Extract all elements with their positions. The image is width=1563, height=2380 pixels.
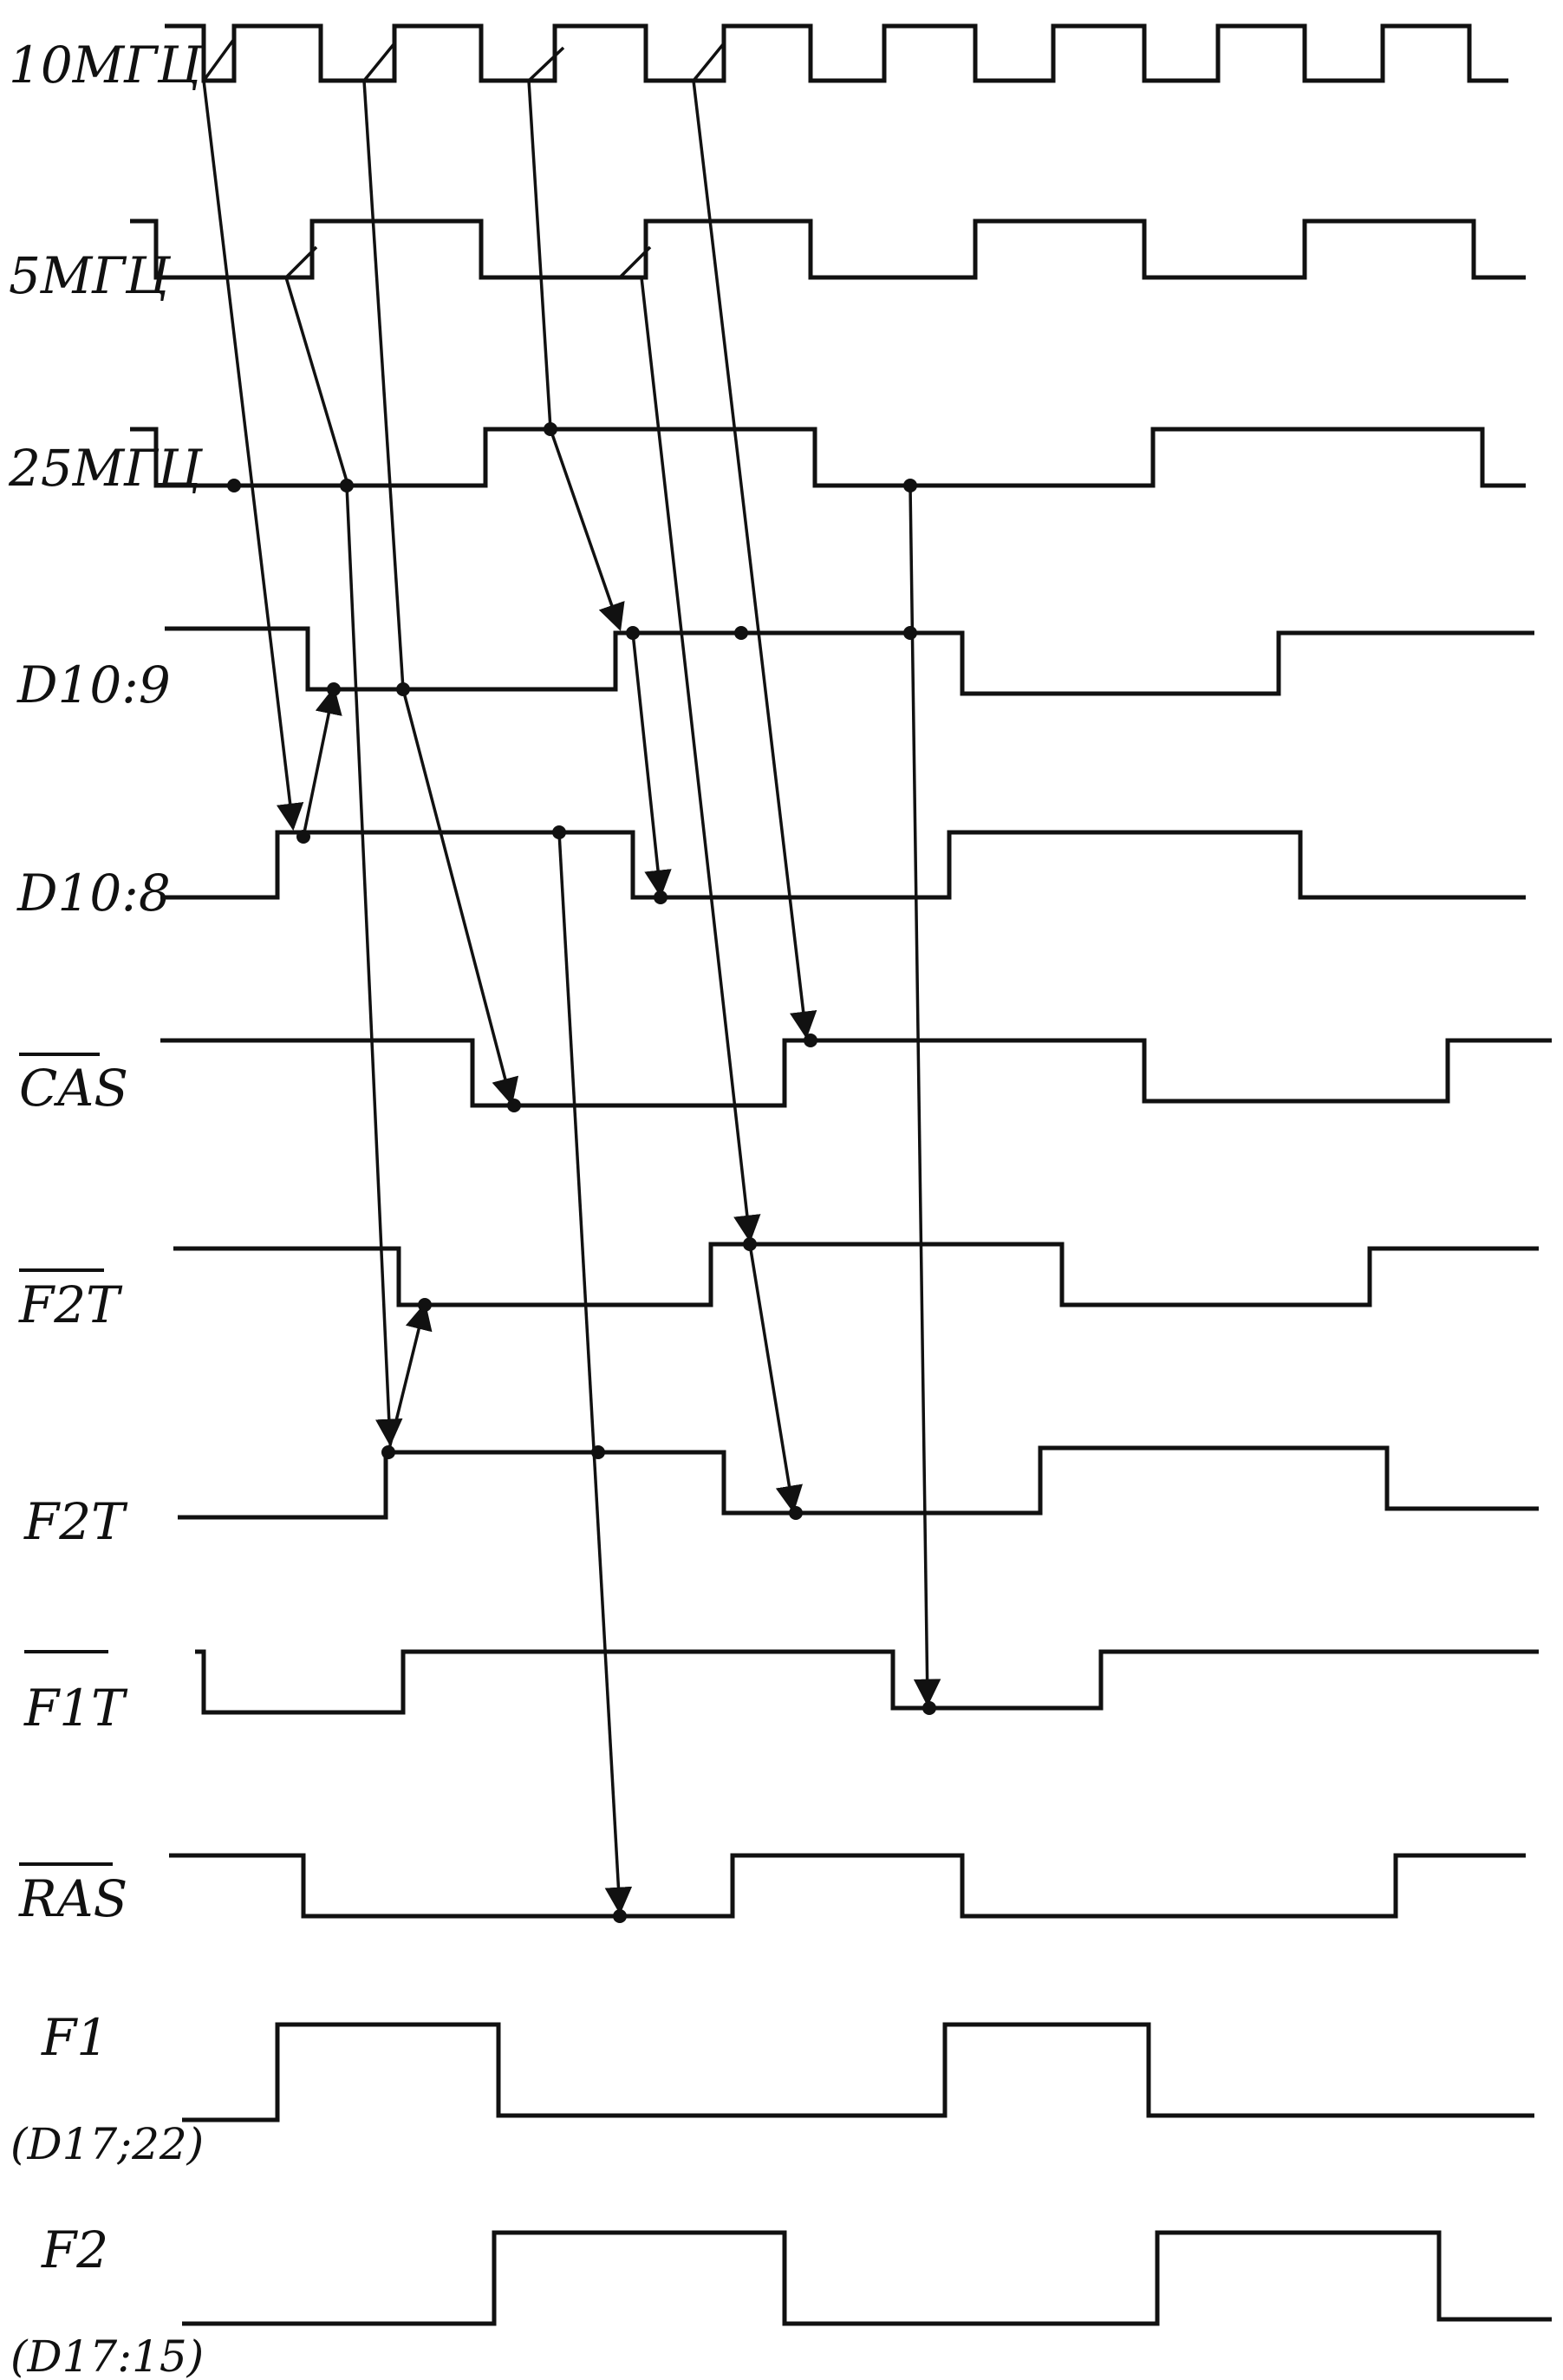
dot-9: [903, 626, 917, 640]
edge-hook-4: [692, 42, 726, 82]
label-d10-9: D10:9: [16, 655, 171, 714]
dot-4: [903, 479, 917, 492]
label-f2: F2: [41, 2220, 108, 2279]
arrow-10: [631, 632, 672, 898]
arrow-9: [549, 428, 625, 631]
dot-17: [381, 1445, 395, 1459]
wave-f2: [182, 2230, 1552, 2326]
edge-hook-5: [284, 245, 318, 279]
wave-ras: [169, 1853, 1526, 1919]
arrow-14: [692, 80, 817, 1040]
dot-10: [296, 830, 310, 844]
dot-5: [327, 682, 341, 696]
wave-f1: [182, 2022, 1534, 2122]
dot-21: [613, 1909, 627, 1923]
wave-f2t: [178, 1445, 1539, 1520]
dot-3: [544, 422, 557, 436]
arrow-7: [401, 688, 519, 1106]
edge-hook-2: [362, 42, 396, 82]
wave-cas: [160, 1038, 1552, 1108]
wave-f1t-inv: [195, 1649, 1539, 1715]
arrow-8: [527, 80, 552, 430]
label-f1-sub: (D17;22): [10, 2119, 204, 2169]
causality-arrows: [202, 80, 941, 1915]
label-f1: F1: [41, 2008, 108, 2067]
arrow-15: [908, 485, 941, 1707]
wave-f2t-inv: [173, 1242, 1539, 1307]
dot-2: [340, 479, 354, 492]
dot-11: [552, 825, 566, 839]
dot-14: [804, 1034, 817, 1047]
arrow-12: [640, 277, 761, 1243]
edge-hook-3: [527, 46, 565, 82]
wave-d10-9: [165, 626, 1534, 696]
label-f2t: F2T: [23, 1492, 128, 1551]
dot-7: [626, 626, 640, 640]
label-f1t-inv: F1T: [23, 1679, 128, 1738]
dot-20: [922, 1701, 936, 1715]
dot-15: [418, 1298, 432, 1312]
label-ras: RAS: [18, 1869, 127, 1928]
dot-13: [507, 1099, 521, 1112]
arrow-1: [202, 80, 304, 831]
arrow-13: [748, 1243, 803, 1514]
arrow-11: [557, 831, 633, 1915]
label-f2t-inv: F2T: [18, 1275, 123, 1334]
arrow-2: [302, 686, 342, 838]
arrow-5: [387, 1301, 433, 1453]
junction-dots: [227, 422, 936, 1923]
dot-16: [743, 1237, 757, 1251]
dot-12: [654, 890, 668, 904]
dot-19: [789, 1506, 803, 1520]
wave-10mhz: [165, 23, 1508, 83]
wave-5mhz: [130, 218, 1526, 280]
arrow-4: [345, 485, 403, 1447]
label-cas: CAS: [19, 1059, 128, 1118]
label-d10-8: D10:8: [16, 864, 171, 923]
edge-hook-1: [202, 37, 236, 82]
dot-18: [591, 1445, 605, 1459]
dot-1: [227, 479, 241, 492]
label-5mhz: 5МГЦ: [9, 246, 172, 305]
signal-labels: 10МГЦ 5МГЦ 25МГЦ D10:9 D10:8 CAS F2T F2T…: [8, 36, 204, 2380]
edge-hook-6: [618, 245, 652, 279]
wave-25mhz: [130, 427, 1526, 488]
waveforms: [130, 23, 1552, 2326]
arrow-3: [284, 277, 348, 482]
dot-8: [734, 626, 748, 640]
label-10mhz: 10МГЦ: [9, 36, 204, 95]
edge-markers: [202, 37, 726, 279]
label-25mhz: 25МГЦ: [8, 439, 204, 498]
arrow-6: [362, 80, 405, 690]
dot-6: [396, 682, 410, 696]
label-f2-sub: (D17:15): [10, 2331, 204, 2380]
